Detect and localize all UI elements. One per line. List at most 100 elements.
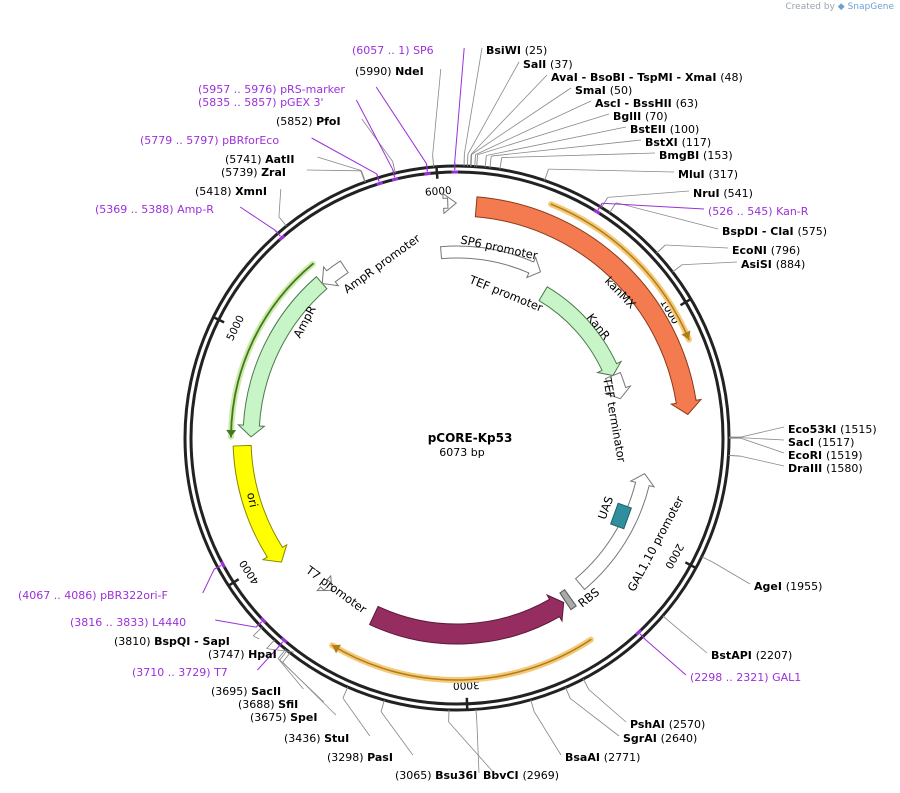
- enzyme-leader: [501, 152, 656, 158]
- feature-gal-promoter[interactable]: [574, 473, 656, 591]
- enzyme-label[interactable]: PshAI (2570): [630, 718, 705, 731]
- enzyme-label[interactable]: (5739) ZraI: [221, 166, 286, 179]
- enzyme-label[interactable]: DraIII (1580): [788, 462, 863, 475]
- primer-site-mark: [391, 177, 399, 182]
- enzyme-leader: [740, 426, 785, 438]
- enzyme-position: (50): [610, 84, 633, 97]
- enzyme-leader: [740, 455, 785, 467]
- primer-name: Kan-R: [776, 205, 809, 218]
- enzyme-leader-stub: [582, 678, 590, 690]
- primer-label[interactable]: (4067 .. 4086) pBR322ori-F: [18, 589, 168, 602]
- enzyme-label[interactable]: (3065) Bsu36I: [395, 769, 477, 782]
- enzyme-label[interactable]: AscI - BssHII (63): [595, 97, 698, 110]
- enzyme-label[interactable]: (5741) AatII: [225, 153, 294, 166]
- primer-label[interactable]: (5835 .. 5857) pGEX 3': [198, 96, 324, 109]
- feature-kanmx[interactable]: [474, 196, 703, 416]
- primer-site-mark: [278, 234, 286, 242]
- feature-sp6-promoter[interactable]: [442, 192, 458, 215]
- enzyme-label[interactable]: (3675) SpeI: [250, 711, 317, 724]
- feature-tef-promoter[interactable]: [439, 245, 542, 279]
- primer-site-mark: [593, 208, 601, 215]
- primer-site-mark: [220, 560, 226, 568]
- primer-label[interactable]: (5957 .. 5976) pRS-marker: [198, 83, 345, 96]
- feature-ampr-promoter[interactable]: [321, 260, 349, 287]
- enzyme-leader: [467, 61, 520, 155]
- enzyme-name: SacI: [788, 436, 818, 449]
- feature-ampr[interactable]: [237, 275, 328, 438]
- enzyme-label[interactable]: MluI (317): [678, 168, 738, 181]
- enzyme-leader: [448, 721, 495, 774]
- primer-leader: [602, 202, 705, 210]
- enzyme-position: (1955): [786, 580, 823, 593]
- enzyme-label[interactable]: (3298) PasI: [327, 751, 393, 764]
- enzyme-label[interactable]: BspDI - ClaI (575): [722, 225, 827, 238]
- enzyme-position: (3065): [395, 769, 435, 782]
- feature-p53[interactable]: [368, 593, 565, 645]
- primer-label[interactable]: (3816 .. 3833) L4440: [70, 616, 186, 629]
- primer-leader: [202, 568, 215, 594]
- feature-t7-promoter[interactable]: [316, 574, 333, 592]
- primer-label[interactable]: (3710 .. 3729) T7: [132, 666, 228, 679]
- enzyme-label[interactable]: AsiSI (884): [741, 258, 805, 271]
- enzyme-leader-stub: [530, 699, 535, 712]
- enzyme-label[interactable]: SmaI (50): [575, 84, 632, 97]
- primer-label[interactable]: (5779 .. 5797) pBRforEco: [140, 134, 279, 147]
- enzyme-label[interactable]: SalI (37): [523, 58, 573, 71]
- enzyme-label[interactable]: SacI (1517): [788, 436, 854, 449]
- enzyme-label[interactable]: AvaI - BsoBI - TspMI - XmaI (48): [551, 71, 743, 84]
- enzyme-leader: [471, 87, 572, 155]
- feature-rbs[interactable]: [559, 588, 577, 611]
- feature-ori[interactable]: [232, 444, 288, 563]
- enzyme-label[interactable]: SgrAI (2640): [623, 732, 697, 745]
- primer-label[interactable]: (526 .. 545) Kan-R: [708, 205, 809, 218]
- enzyme-label[interactable]: (5990) NdeI: [355, 65, 424, 78]
- enzyme-leader: [588, 689, 627, 723]
- enzyme-label[interactable]: NruI (541): [693, 187, 753, 200]
- primer-leader-stub: [392, 169, 396, 178]
- feature-uas[interactable]: [610, 502, 632, 530]
- enzyme-position: (117): [682, 136, 712, 149]
- enzyme-label[interactable]: (3688) SfiI: [238, 698, 298, 711]
- enzyme-label[interactable]: BsiWI (25): [486, 44, 547, 57]
- enzyme-leader: [266, 648, 294, 653]
- enzyme-leader-stub: [266, 639, 275, 649]
- watermark-brand: SnapGene: [847, 2, 894, 12]
- primer-leader: [215, 619, 257, 628]
- enzyme-name: AatII: [265, 153, 294, 166]
- primer-label[interactable]: (6057 .. 1) SP6: [352, 44, 434, 57]
- enzyme-label[interactable]: (3747) HpaI: [208, 648, 277, 661]
- primer-label[interactable]: (5369 .. 5388) Amp-R: [95, 203, 214, 216]
- enzyme-leader: [432, 68, 442, 156]
- enzyme-leader: [477, 113, 610, 156]
- primer-site-mark: [260, 616, 267, 624]
- enzyme-name: BmgBI: [659, 149, 703, 162]
- enzyme-label[interactable]: BstAPI (2207): [711, 649, 792, 662]
- enzyme-label[interactable]: Eco53kI (1515): [788, 423, 877, 436]
- enzyme-label[interactable]: (3436) StuI: [284, 732, 349, 745]
- primer-label[interactable]: (2298 .. 2321) GAL1: [690, 671, 801, 684]
- enzyme-position: (3747): [208, 648, 248, 661]
- enzyme-label[interactable]: (5852) PfoI: [276, 115, 341, 128]
- enzyme-label[interactable]: BmgBI (153): [659, 149, 733, 162]
- primer-name: L4440: [152, 616, 186, 629]
- enzyme-label[interactable]: EcoNI (796): [732, 244, 800, 257]
- primer-range: (5369 .. 5388): [95, 203, 177, 216]
- enzyme-label[interactable]: BstXI (117): [645, 136, 711, 149]
- enzyme-label[interactable]: BstEII (100): [630, 123, 699, 136]
- enzyme-name: BspQI - SapI: [154, 635, 230, 648]
- enzyme-label[interactable]: (5418) XmnI: [195, 185, 267, 198]
- feature-kanr[interactable]: [538, 286, 623, 377]
- enzyme-name: BglII: [613, 110, 645, 123]
- snapgene-logo-icon: ◆: [837, 2, 845, 12]
- enzyme-label[interactable]: EcoRI (1519): [788, 449, 863, 462]
- enzyme-label[interactable]: AgeI (1955): [754, 580, 822, 593]
- enzyme-label[interactable]: BglII (70): [613, 110, 668, 123]
- primer-leader-stub: [376, 173, 380, 182]
- enzyme-label[interactable]: (3695) SacII: [211, 685, 281, 698]
- enzyme-label[interactable]: (3810) BspQI - SapI: [114, 635, 230, 648]
- primer-leader-stub: [255, 621, 263, 628]
- enzyme-label[interactable]: BbvCI (2969): [483, 769, 559, 782]
- feature-tef-terminator[interactable]: [603, 371, 632, 400]
- enzyme-label[interactable]: BsaAI (2771): [565, 751, 640, 764]
- enzyme-name: SfiI: [278, 698, 298, 711]
